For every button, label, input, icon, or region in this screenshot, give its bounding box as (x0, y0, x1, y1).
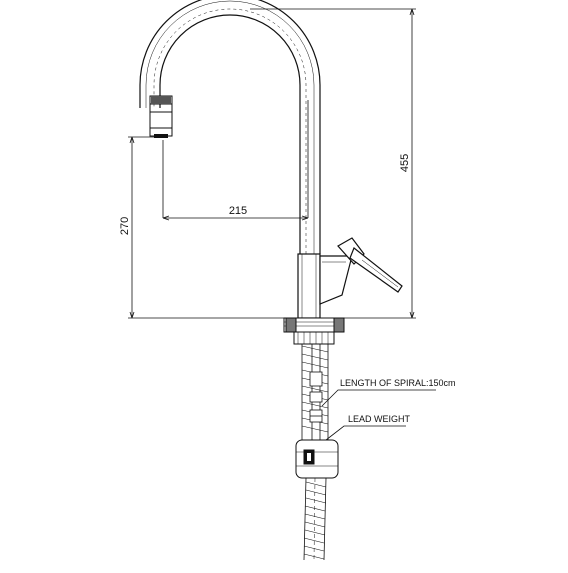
spiral-length-label: LENGTH OF SPIRAL:150cm (340, 378, 456, 388)
spray-head (149, 95, 173, 138)
spout (139, 0, 321, 254)
dimension-lines (128, 8, 416, 319)
faucet-body (297, 253, 353, 319)
spout-height-label: 270 (119, 217, 131, 235)
callout-leaders (321, 389, 436, 441)
lever-handle (337, 237, 403, 293)
mounting-assembly (283, 317, 345, 345)
lower-hose (303, 477, 327, 561)
spiral-hose (301, 343, 329, 441)
overall-height-label: 455 (399, 154, 411, 172)
spout-reach-label: 215 (229, 205, 247, 217)
lead-weight (295, 439, 339, 479)
lead-weight-label: LEAD WEIGHT (348, 414, 411, 424)
